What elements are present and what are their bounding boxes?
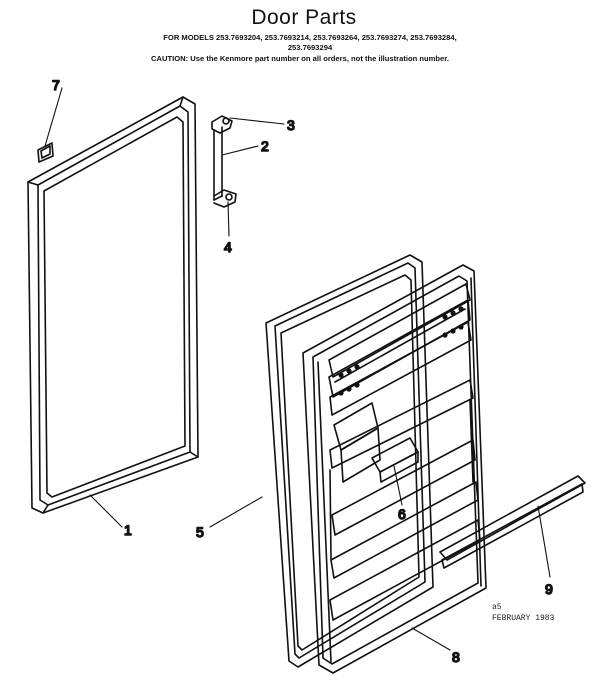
door-stop-assembly (211, 115, 237, 208)
callout-1: 1 (124, 522, 132, 538)
callout-6: 6 (398, 506, 406, 522)
door-gasket-part-1 (27, 96, 199, 514)
shelf-detail-dots (338, 306, 464, 396)
callout-4: 4 (224, 239, 232, 255)
page-title: Door Parts (251, 6, 357, 29)
callout-2: 2 (261, 138, 269, 154)
door-trim-part-9 (439, 475, 586, 569)
caution-note: CAUTION: Use the Kenmore part number on … (151, 54, 449, 63)
callout-7: 7 (52, 77, 60, 93)
liner-gasket-part-5 (265, 254, 434, 668)
revision-date: a5 FEBRUARY 1983 (492, 602, 602, 624)
revision-code: a5 (492, 603, 502, 612)
revision-date-text: FEBRUARY 1983 (492, 614, 555, 623)
gasket-clip-part-7 (37, 142, 54, 163)
models-line-1: FOR MODELS 253.7693204, 253.7693214, 253… (163, 33, 457, 42)
door-liner-part-8 (302, 264, 487, 674)
shelf-retainer-part-6 (371, 437, 419, 483)
callout-5: 5 (196, 524, 204, 540)
callout-9: 9 (545, 581, 553, 597)
callout-8: 8 (452, 649, 460, 665)
models-line-2: 253.7693294 (287, 43, 333, 52)
callout-3: 3 (287, 117, 295, 133)
leader-lines (44, 87, 551, 651)
models-list: FOR MODELS 253.7693204, 253.7693214, 253… (110, 33, 510, 53)
